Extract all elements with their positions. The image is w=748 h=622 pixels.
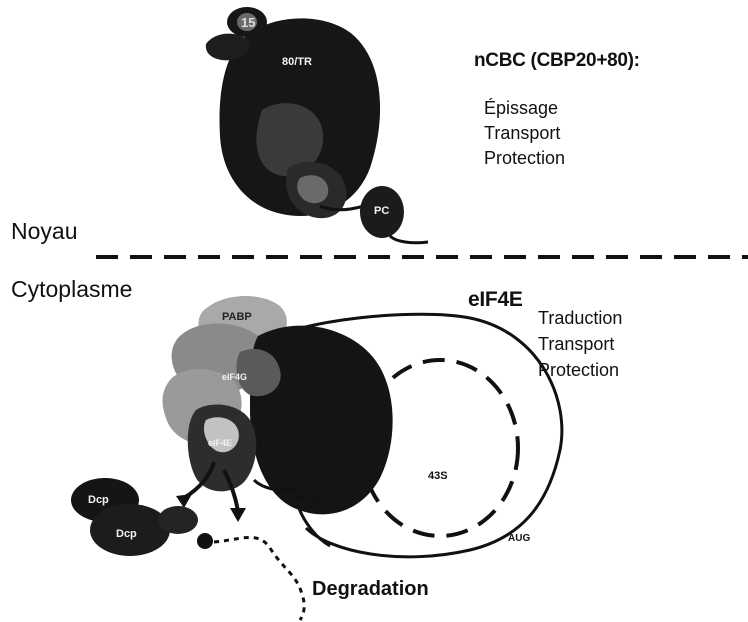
ncbc-function-2: Transport	[484, 121, 560, 146]
nuclear-cap-binding-complex	[206, 7, 428, 243]
label-eif4g: eIF4G	[222, 372, 247, 382]
nucleus-region-label: Noyau	[11, 218, 77, 245]
decapping-arrow-2-head	[230, 508, 246, 522]
ncbc-function-1: Épissage	[484, 96, 558, 121]
eif4e-cap-binding-protein	[250, 326, 393, 515]
label-aug: AUG	[508, 533, 530, 544]
label-pabp: PABP	[222, 311, 252, 323]
decapping-arrow-1-head	[176, 494, 192, 508]
label-dcp-1: Dcp	[88, 494, 109, 506]
label-cbp80: 80/TR	[282, 56, 312, 68]
degradation-trail	[214, 537, 304, 620]
eif4e-title: eIF4E	[468, 288, 523, 312]
cytoplasm-region-label: Cytoplasme	[11, 276, 132, 303]
ncbc-title: nCBC (CBP20+80):	[474, 50, 640, 72]
label-43s: 43S	[428, 470, 448, 482]
degradation-label: Degradation	[312, 578, 429, 601]
label-eif4e: eIF4E	[208, 438, 232, 448]
nuclear-tail-strand	[390, 236, 428, 243]
label-eif4a: eIF4A	[296, 492, 326, 504]
cytoplasmic-eif4f-complex	[163, 296, 562, 557]
released-cap	[197, 533, 213, 549]
label-dcp-2: Dcp	[116, 528, 137, 540]
eif4e-function-1: Traduction	[538, 306, 622, 331]
dcp-protein-3	[158, 506, 198, 534]
ncbc-function-3: Protection	[484, 146, 565, 171]
label-pc: PC	[374, 205, 389, 217]
label-partner-15: 15	[241, 15, 255, 30]
eif4e-function-3: Protection	[538, 358, 619, 383]
eif4e-function-2: Transport	[538, 332, 614, 357]
